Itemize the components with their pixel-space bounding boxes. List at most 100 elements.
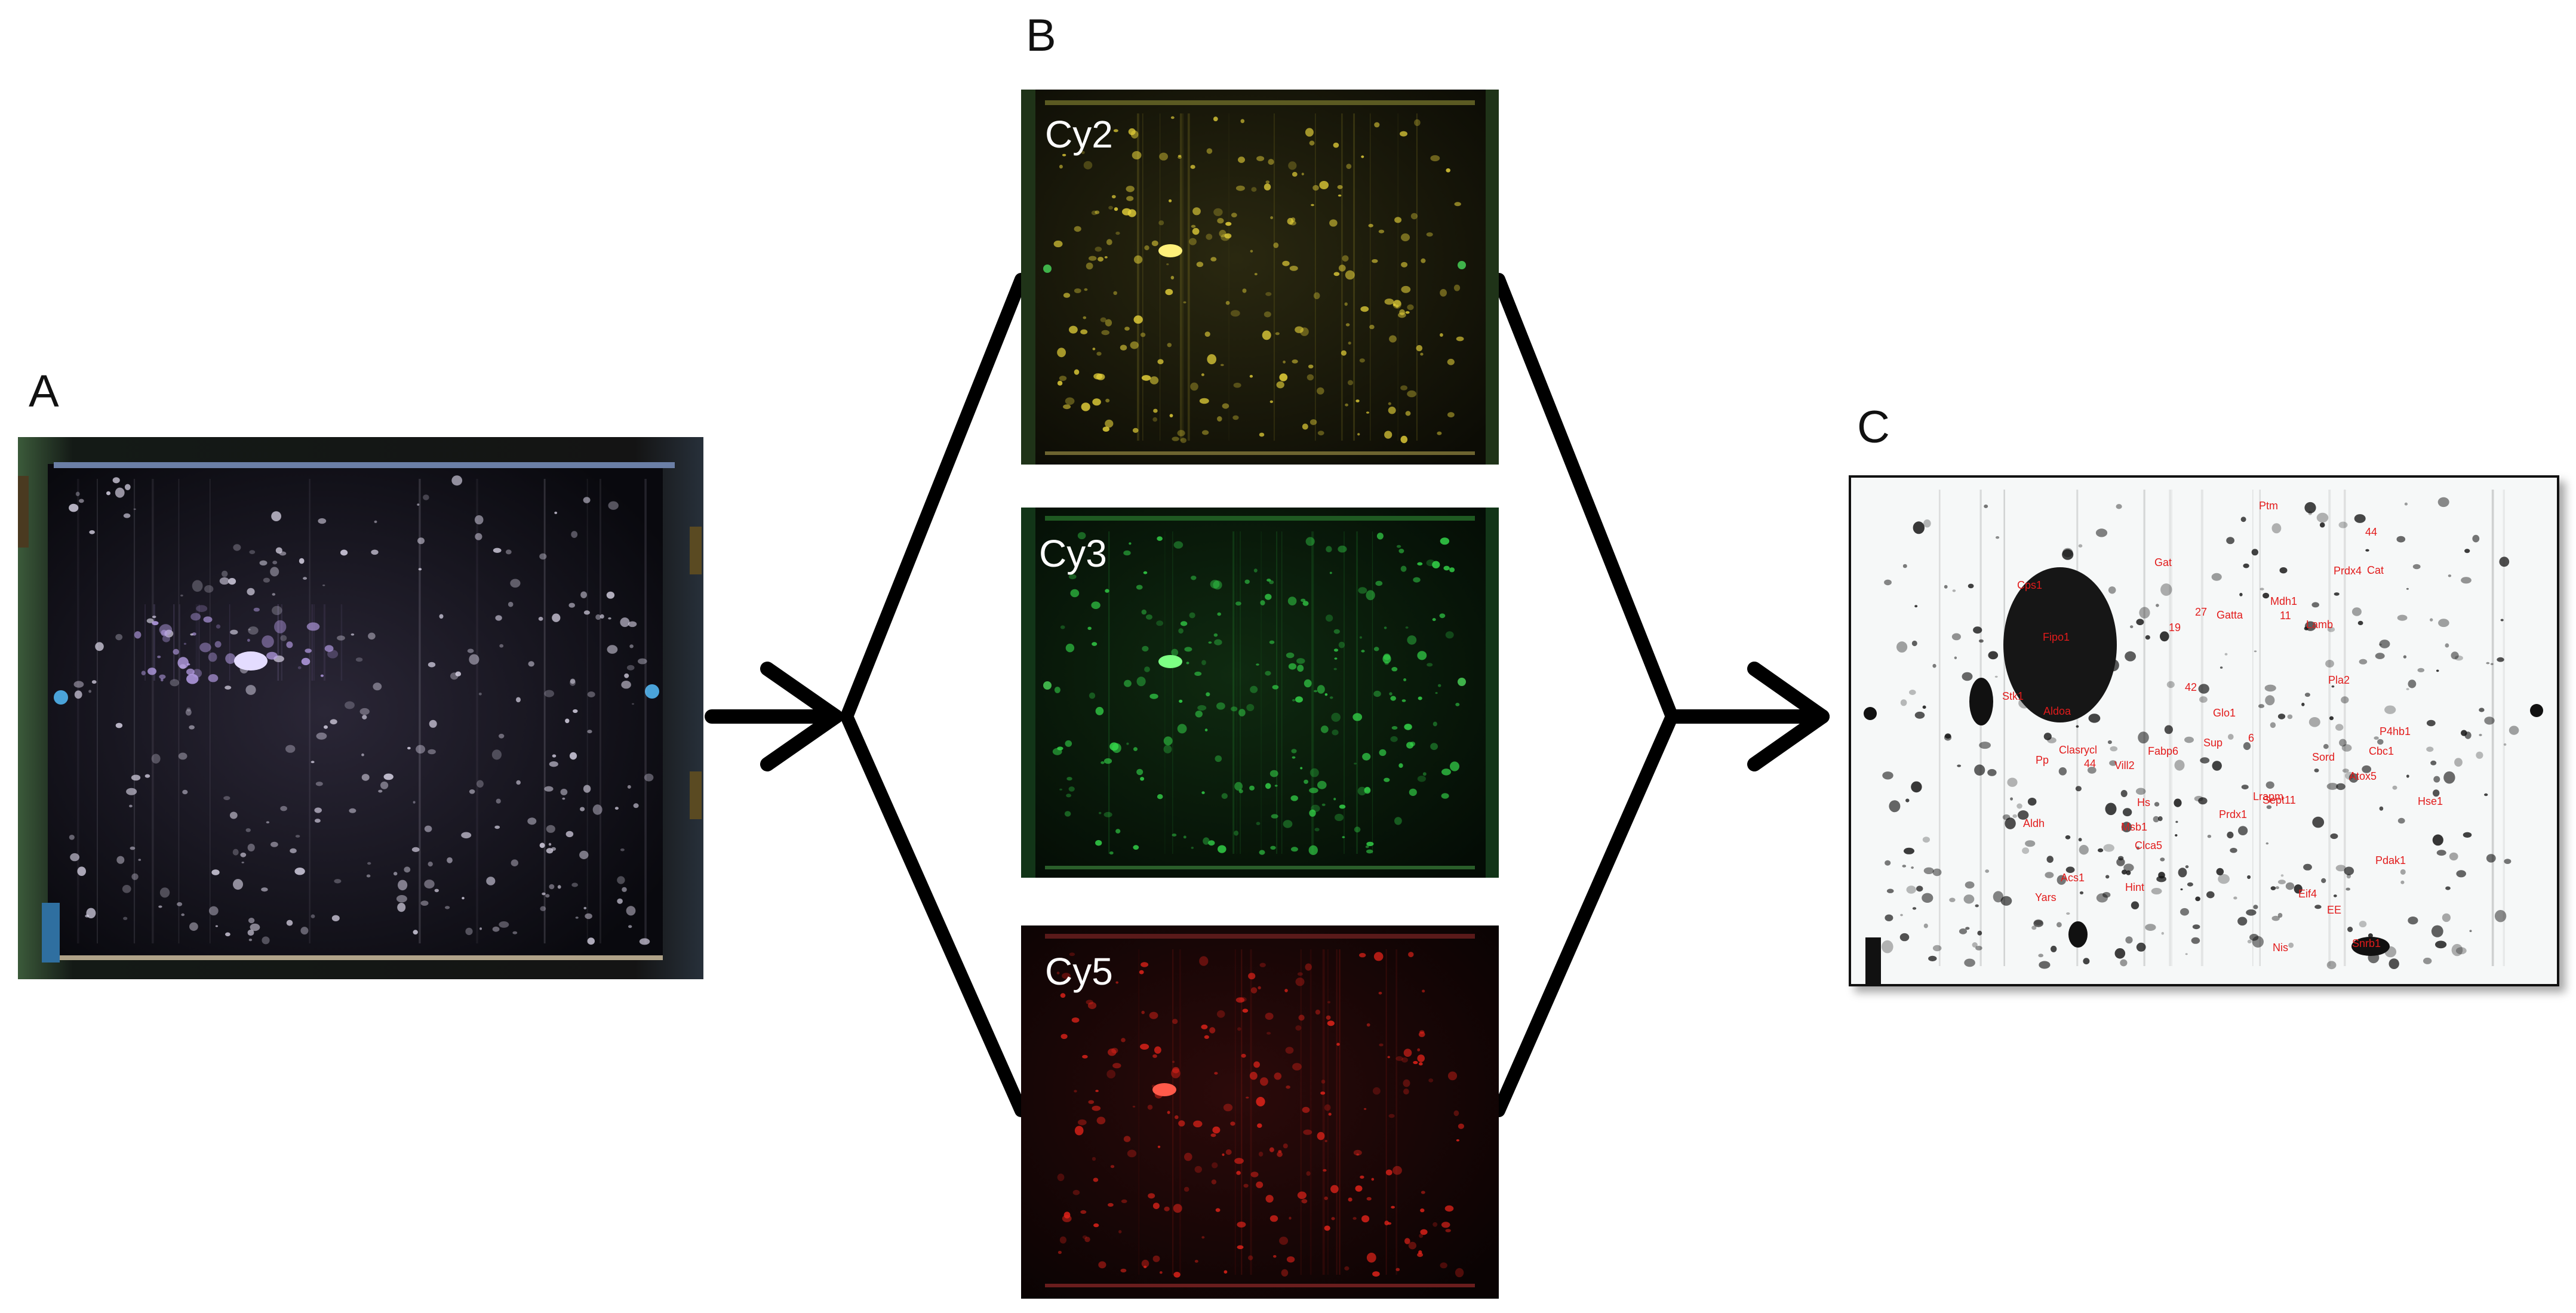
gel-spot — [2153, 816, 2159, 823]
merged-gel-spots — [69, 475, 654, 945]
gel-spot — [159, 674, 166, 679]
gel-spot — [1455, 1268, 1464, 1278]
gel-spot — [204, 585, 214, 593]
gel-spot — [1262, 330, 1271, 340]
gel-spot — [397, 903, 406, 912]
gel-spot — [69, 835, 75, 840]
gel-spot — [1979, 742, 1991, 749]
gel-spot — [1355, 399, 1360, 402]
gel-spot — [2304, 693, 2310, 697]
gel-spot — [1441, 768, 1451, 776]
gel-spot — [2251, 549, 2258, 556]
gel-spot — [2031, 925, 2037, 930]
gel-spot — [2191, 937, 2200, 944]
gel-spot — [1149, 376, 1159, 385]
gel-spot — [1407, 635, 1417, 645]
gel-spot — [1158, 220, 1164, 226]
gel-spot — [112, 477, 120, 484]
gel-spot — [1217, 612, 1221, 616]
gel-spot — [622, 887, 627, 892]
gel-spot — [2346, 887, 2350, 891]
gel-spot — [233, 544, 241, 551]
gel-spot — [2464, 549, 2470, 554]
gel-spot — [196, 605, 208, 612]
spot-label: Prdx4 — [2334, 565, 2362, 577]
gel-spot — [2260, 588, 2264, 591]
gel-spot — [2325, 660, 2334, 668]
gel-spot — [1254, 273, 1258, 276]
gel-spot — [1366, 849, 1373, 854]
gel-spot — [1063, 404, 1071, 410]
gel-spot — [1406, 742, 1414, 749]
gel-spot — [1395, 305, 1399, 308]
gel-spot — [241, 862, 244, 863]
gel-spot — [1301, 598, 1306, 602]
gel-spot — [428, 662, 436, 668]
gel-spot — [1417, 1253, 1424, 1257]
gel-spot — [233, 879, 243, 890]
gel-spot — [549, 761, 558, 767]
gel-spot — [2125, 936, 2133, 944]
gel-spot — [1270, 216, 1273, 220]
spot-label: 27 — [2195, 606, 2207, 618]
gel-spot — [1309, 809, 1316, 817]
gel-spot — [544, 690, 554, 697]
gel-spot — [626, 906, 636, 916]
gel-spot — [1440, 289, 1447, 297]
gel-spot — [1433, 721, 1437, 727]
gel-spot — [1158, 244, 1182, 257]
gel-spot — [1361, 650, 1365, 653]
gel-streak — [178, 479, 180, 943]
gel-spot — [322, 585, 325, 586]
gel-spot — [1201, 1236, 1205, 1239]
gel-spot — [2246, 909, 2257, 916]
gel-spot — [123, 917, 128, 920]
gel-spot — [1194, 1260, 1198, 1263]
gel-streak — [281, 604, 282, 681]
gel-spot — [455, 671, 462, 677]
gel-spot — [361, 774, 370, 781]
spot-label: Pp — [2036, 754, 2049, 766]
gel-spot — [1256, 1097, 1265, 1106]
gel-spot — [247, 929, 254, 936]
gel-spot — [315, 782, 323, 786]
gel-spot — [311, 914, 315, 918]
gel-spot — [1256, 156, 1265, 161]
gel-spot — [1212, 1162, 1218, 1169]
gel-streak — [644, 479, 647, 943]
gel-spot — [1108, 1203, 1114, 1207]
gel-spot — [1403, 1079, 1410, 1087]
gel-spot — [2264, 684, 2276, 692]
gel-spot — [2454, 758, 2463, 767]
gel-streak — [600, 479, 601, 943]
gel-spot — [1441, 1222, 1450, 1228]
gel-spot — [78, 499, 84, 503]
gel-spot — [1269, 1215, 1278, 1222]
gel-spot — [2265, 842, 2269, 845]
gel-spot — [146, 618, 154, 623]
gel-spot — [1994, 675, 1998, 678]
gel-spot — [1153, 408, 1158, 413]
gel-streak — [277, 604, 279, 681]
gel-spot — [345, 701, 355, 709]
gel-spot — [1352, 713, 1363, 721]
master-gel-labels: Snrb1ClasryclLrapmCps1Pdak1Fipo1Acs1Vill… — [2002, 500, 2443, 954]
gel-streak — [1179, 113, 1182, 441]
gel-spot — [1922, 837, 1930, 843]
panel-a-label: A — [29, 366, 59, 417]
gel-spot — [349, 808, 356, 813]
gel-spot — [73, 681, 84, 688]
gel-spot — [1172, 1060, 1175, 1063]
gel-spot — [1096, 1117, 1106, 1124]
gel-spot — [1984, 505, 1988, 508]
gel-spot — [115, 722, 123, 728]
gel-spot — [1249, 785, 1255, 791]
gel-spot — [2083, 958, 2090, 965]
spot-label: Hint — [2125, 881, 2144, 893]
gel-spot — [1911, 640, 1917, 647]
gel-spot — [1366, 411, 1370, 414]
gel-spot — [1440, 537, 1450, 545]
gel-spot — [2490, 663, 2494, 665]
gel-spot — [1241, 1053, 1246, 1058]
gel-spot — [1324, 1196, 1328, 1200]
